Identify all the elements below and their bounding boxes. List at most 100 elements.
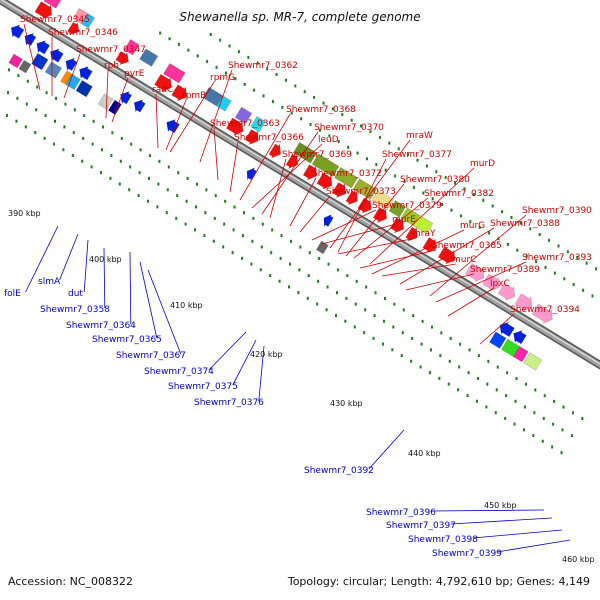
tick-dot	[356, 151, 359, 155]
tick-dot	[571, 411, 574, 415]
tick-dot	[354, 302, 357, 306]
leader-line	[435, 261, 527, 303]
gene-label-forward: rpmG	[210, 73, 235, 83]
tick-dot	[430, 325, 433, 329]
tick-dot	[203, 233, 206, 237]
tick-dot	[24, 125, 27, 129]
tick-dot	[205, 188, 208, 192]
tick-dot	[459, 214, 462, 218]
tick-dot	[397, 147, 400, 151]
forward-gene-arrow	[465, 263, 485, 283]
gene-label-forward: Shewmr7_0366	[234, 133, 304, 143]
reverse-gene-arrow	[120, 91, 133, 105]
gene-label-forward: Shewmr7_0385	[432, 241, 502, 251]
reverse-gene-arrow	[513, 330, 527, 345]
leader-line	[381, 263, 457, 277]
tick-dot	[279, 256, 282, 260]
tick-dot	[510, 215, 513, 219]
tick-label: 390 kbp	[8, 209, 41, 218]
tick-dot	[194, 205, 197, 209]
tick-dot	[360, 124, 363, 128]
tick-dot	[271, 100, 274, 104]
tick-dot	[363, 331, 366, 335]
tick-dot	[562, 405, 565, 409]
tick-dot	[476, 376, 479, 380]
forward-gene-box	[123, 39, 140, 56]
gene-label-forward: Shewmr7_0373	[326, 187, 396, 197]
reverse-gene-arrow	[10, 24, 25, 39]
backbone-highlight	[0, 0, 600, 365]
tick-dot	[501, 210, 504, 214]
tick-dot	[287, 285, 290, 289]
tick-dot	[55, 96, 58, 100]
gene-label-forward: Shewmr7_0363	[210, 119, 280, 129]
reverse-gene-arrow	[166, 119, 180, 134]
forward-gene-box	[334, 167, 359, 189]
map-title: Shewanella sp. MR-7, complete genome	[179, 10, 421, 24]
tick-dot	[591, 294, 594, 298]
reverse-gene-box	[75, 80, 93, 98]
tick-dot	[259, 268, 262, 272]
tick-dot	[261, 222, 264, 226]
tick-label: 430 kbp	[330, 399, 363, 408]
leader-line	[199, 69, 233, 163]
topology-summary: Topology: circular; Length: 4,792,610 bp…	[287, 575, 590, 588]
gene-label-reverse: Shewmr7_0392	[304, 466, 374, 476]
tick-dot	[553, 399, 556, 403]
tick-dot	[325, 308, 328, 312]
tick-dot	[63, 125, 66, 129]
tick-dot	[215, 65, 218, 69]
tick-dot	[303, 90, 306, 94]
gene-label-forward: Shewmr7_0388	[490, 219, 560, 229]
tick-dot	[25, 102, 28, 106]
tick-dot	[411, 336, 414, 340]
tick-dot	[118, 182, 121, 186]
tick-dot	[335, 291, 338, 295]
leader-line	[147, 269, 182, 355]
gene-label-forward: Shewmr7_0345	[20, 15, 90, 25]
tick-dot	[240, 256, 243, 260]
tick-dot	[243, 82, 246, 86]
gene-label-forward: Shewmr7_0380	[400, 175, 470, 185]
gene-label-forward: mraY	[412, 229, 436, 239]
tick-dot	[566, 250, 569, 254]
tick-dot	[128, 188, 131, 192]
leader-line	[359, 249, 437, 269]
leader-line	[129, 251, 132, 325]
tick-dot	[120, 136, 123, 140]
leader-line	[208, 331, 247, 371]
tick-dot	[391, 348, 394, 352]
forward-gene-arrow	[244, 129, 259, 146]
tick-dot	[488, 231, 491, 235]
tick-dot	[223, 222, 226, 226]
tick-dot	[548, 238, 551, 242]
gene-label-reverse: slmA	[38, 277, 61, 287]
tick-dot	[514, 399, 517, 403]
tick-dot	[177, 171, 180, 175]
gene-label-forward: murE	[392, 215, 416, 225]
tick-dot	[468, 348, 471, 352]
gene-label-reverse: Shewmr7_0365	[92, 335, 162, 345]
tick-dot	[214, 194, 217, 198]
forward-gene-box	[216, 95, 232, 112]
forward-gene-arrow	[268, 143, 281, 159]
tick-dot	[392, 325, 395, 329]
tick-dot	[289, 239, 292, 243]
tick-dot	[233, 205, 236, 209]
gene-label-forward: Shewmr7_0368	[286, 105, 356, 115]
tick-dot	[372, 336, 375, 340]
tick-dot	[534, 388, 537, 392]
tick-dot	[410, 359, 413, 363]
tick-dot	[341, 113, 344, 117]
forward-gene-box	[311, 153, 340, 177]
tick-dot	[62, 148, 65, 152]
forward-gene-arrow	[437, 246, 456, 265]
tick-dot	[441, 202, 444, 206]
tick-dot	[515, 376, 518, 380]
tick-dot	[184, 222, 187, 226]
forward-gene-box	[81, 13, 95, 29]
accession-text: Accession: NC_008322	[8, 575, 134, 588]
tick-dot	[463, 187, 466, 191]
tick-dot	[187, 48, 190, 52]
